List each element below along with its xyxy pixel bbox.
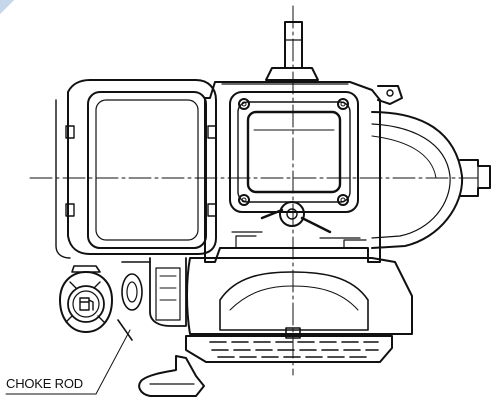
centerlines xyxy=(29,5,479,376)
corner-mark xyxy=(0,0,14,14)
carburetor xyxy=(117,257,187,341)
choke-rod-label: CHOKE ROD xyxy=(6,376,83,391)
bolt xyxy=(337,194,349,206)
fuel-cap xyxy=(59,265,113,333)
bolt xyxy=(337,98,349,110)
choke-rod-leader xyxy=(5,329,131,395)
output-shaft xyxy=(265,21,319,81)
air-cleaner xyxy=(55,79,217,259)
cylinder-cover xyxy=(229,91,359,213)
crankcase xyxy=(186,257,413,339)
lever xyxy=(231,201,367,249)
bolt xyxy=(238,194,250,206)
recoil-starter xyxy=(185,335,393,363)
fuel-pump-icon xyxy=(79,297,94,311)
bolt xyxy=(238,98,250,110)
starter-handle xyxy=(138,355,205,397)
